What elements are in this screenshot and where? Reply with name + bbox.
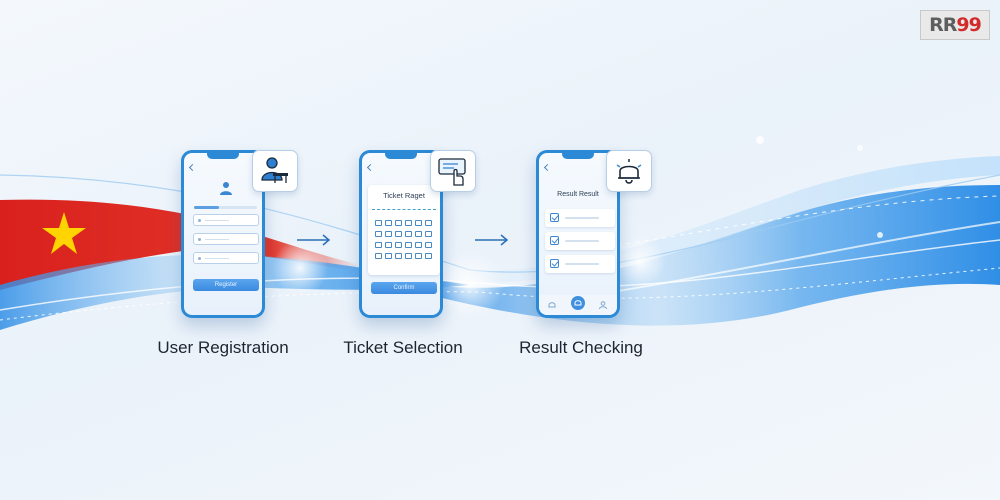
number-cell[interactable]	[375, 253, 382, 259]
result-row[interactable]	[545, 255, 615, 273]
number-cell[interactable]	[415, 231, 422, 237]
profile-nav-icon[interactable]	[599, 301, 607, 309]
checkbox-icon	[550, 259, 559, 268]
caption-result-checking: Result Checking	[519, 338, 643, 357]
badge-ticket	[430, 150, 476, 192]
number-grid[interactable]	[375, 220, 435, 259]
phone-ticket-selection: Ticket Raget Confirm	[359, 150, 443, 318]
number-cell[interactable]	[385, 231, 392, 237]
phone-screen: Result Result	[539, 153, 617, 315]
email-field[interactable]	[193, 233, 259, 245]
bell-nav-icon[interactable]	[548, 301, 556, 309]
phone-screen: Register	[184, 153, 262, 315]
progress-fill	[194, 206, 220, 209]
user-at-desk-icon	[261, 157, 288, 183]
phone-notch	[562, 153, 594, 159]
phone-notch	[385, 153, 417, 159]
progress-bar	[194, 206, 257, 209]
register-button[interactable]: Register	[193, 279, 259, 291]
arrow-right-icon	[297, 234, 331, 246]
caption-ticket-selection: Ticket Selection	[343, 338, 463, 357]
result-line	[565, 263, 599, 265]
result-row[interactable]	[545, 209, 615, 227]
number-cell[interactable]	[425, 231, 432, 237]
number-cell[interactable]	[425, 220, 432, 226]
result-line	[565, 240, 599, 242]
badge-registration	[252, 150, 298, 192]
phone-registration: Register	[181, 150, 265, 318]
number-cell[interactable]	[375, 231, 382, 237]
number-cell[interactable]	[395, 231, 402, 237]
name-field[interactable]	[193, 214, 259, 226]
number-cell[interactable]	[405, 253, 412, 259]
user-avatar-icon	[220, 182, 232, 195]
bottom-nav	[539, 295, 617, 315]
number-cell[interactable]	[375, 242, 382, 248]
home-nav-button[interactable]	[571, 296, 585, 310]
checkbox-icon	[550, 236, 559, 245]
caption-user-registration: User Registration	[157, 338, 289, 357]
bell-icon	[616, 159, 642, 184]
number-cell[interactable]	[405, 242, 412, 248]
arrow-right-icon	[475, 234, 509, 246]
back-arrow-icon[interactable]	[366, 163, 375, 172]
number-cell[interactable]	[385, 242, 392, 248]
flag-star	[42, 212, 86, 254]
number-cell[interactable]	[395, 220, 402, 226]
back-arrow-icon[interactable]	[188, 163, 197, 172]
number-cell[interactable]	[415, 220, 422, 226]
number-cell[interactable]	[395, 242, 402, 248]
number-cell[interactable]	[415, 242, 422, 248]
logo-text-left: RR	[929, 14, 957, 36]
result-line	[565, 217, 599, 219]
confirm-button[interactable]: Confirm	[371, 282, 437, 294]
number-cell[interactable]	[425, 253, 432, 259]
number-cell[interactable]	[375, 220, 382, 226]
number-cell[interactable]	[415, 253, 422, 259]
number-cell[interactable]	[385, 253, 392, 259]
result-row[interactable]	[545, 232, 615, 250]
result-title: Result Result	[557, 191, 599, 198]
phone-screen: Ticket Raget Confirm	[362, 153, 440, 315]
phone-notch	[207, 153, 239, 159]
number-cell[interactable]	[405, 220, 412, 226]
ticket-title: Ticket Raget	[383, 191, 425, 200]
ticket-card: Ticket Raget	[368, 185, 440, 275]
divider	[372, 209, 436, 210]
bell-icon	[574, 300, 582, 306]
number-cell[interactable]	[405, 231, 412, 237]
number-cell[interactable]	[425, 242, 432, 248]
back-arrow-icon[interactable]	[543, 163, 552, 172]
logo-text-right: 99	[956, 14, 981, 36]
checkbox-icon	[550, 213, 559, 222]
password-field[interactable]	[193, 252, 259, 264]
ticket-tap-icon	[438, 158, 466, 186]
badge-result	[606, 150, 652, 192]
number-cell[interactable]	[385, 220, 392, 226]
number-cell[interactable]	[395, 253, 402, 259]
